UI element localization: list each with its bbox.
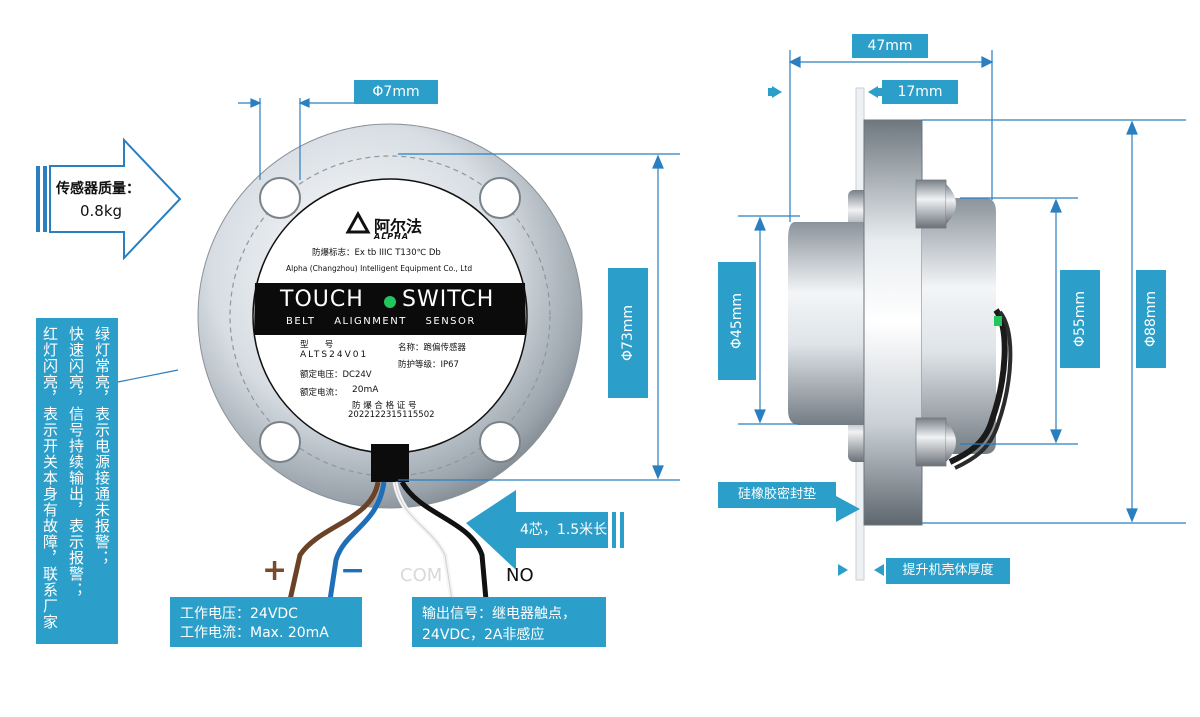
cable-spec-label: 4芯，1.5米长 xyxy=(520,522,608,538)
led-indicator xyxy=(384,296,396,308)
brand-cn: 阿尔法 xyxy=(374,217,423,236)
wire-plus-label: + xyxy=(262,553,288,588)
body-dim-label: Φ45mm xyxy=(729,292,745,350)
output-box: 输出信号：继电器触点， 24VDC，2A非感应 xyxy=(412,597,606,647)
dim-body xyxy=(738,215,800,425)
power-box: 工作电压：24VDC 工作电流：Max. 20mA xyxy=(170,597,362,647)
subtitle: BELT ALIGNMENT SENSOR xyxy=(286,316,476,327)
indicator-green: 绿灯常亮，表示电源接通未报警； xyxy=(93,326,111,566)
model-label: 型 号 xyxy=(300,340,334,350)
rated-current-value: 20mA xyxy=(352,385,379,395)
output-signal: 输出信号：继电器触点， xyxy=(422,606,576,622)
shell-arrow-right xyxy=(874,564,884,576)
output-rating: 24VDC，2A非感应 xyxy=(422,627,545,643)
cert-number: 2022122315115502 xyxy=(348,410,435,420)
wire-white-edge xyxy=(394,481,453,601)
wire-no-label: NO xyxy=(506,565,534,586)
dim-face xyxy=(398,153,680,481)
alpha-logo-icon xyxy=(345,210,371,234)
rear-cap xyxy=(922,198,996,454)
wire-com-label: COM xyxy=(400,565,443,586)
wire-blue xyxy=(327,481,387,601)
rated-voltage: 额定电压：DC24V xyxy=(300,370,372,380)
weight-value: 0.8kg xyxy=(80,202,123,220)
explosion-mark: 防爆标志：Ex tb IIIC T130℃ Db xyxy=(312,248,441,258)
cable-arrow xyxy=(466,490,608,570)
indicator-description-box: 绿灯常亮，表示电源接通未报警； 快速闪亮，信号持续输出，表示报警； 红灯闪亮，表… xyxy=(36,318,118,644)
indicator-fast: 快速闪亮，信号持续输出，表示报警； xyxy=(67,326,85,598)
weight-arrow xyxy=(36,137,182,261)
face-dim-box: Φ73mm xyxy=(608,268,648,398)
cert-label: 防 爆 合 格 证 号 xyxy=(352,401,417,411)
bolt-circle xyxy=(229,155,551,477)
wire-brown xyxy=(287,481,381,601)
flange-side xyxy=(863,119,923,526)
width-dim-label: 47mm xyxy=(852,34,928,58)
wire-minus-label: − xyxy=(340,553,366,588)
gasket-arrow xyxy=(836,496,860,522)
flange-dim-box: Φ88mm xyxy=(1136,270,1166,368)
model-value: ALTS24V01 xyxy=(300,350,369,360)
dim-hole xyxy=(238,98,356,180)
product-name: 名称：跑偏传感器 xyxy=(398,343,467,353)
cable-arrow-bar2 xyxy=(620,512,624,548)
led-side xyxy=(994,316,1002,326)
nut-top xyxy=(915,179,947,229)
protection-rating: 防护等级：IP67 xyxy=(398,360,459,370)
body-dim-box: Φ45mm xyxy=(718,262,756,380)
dim-cap xyxy=(960,197,1078,445)
shell-thickness-label: 提升机壳体厚度 xyxy=(886,558,1010,584)
power-voltage: 工作电压：24VDC xyxy=(180,606,298,622)
acorn-top xyxy=(946,184,956,224)
indicator-red: 红灯闪亮，表示开关本身有故障，联系厂家 xyxy=(41,326,59,630)
hole-dim-label: Φ7mm xyxy=(354,80,438,104)
rated-current-label: 额定电流： xyxy=(300,388,343,398)
cap-dim-label: Φ55mm xyxy=(1072,290,1088,348)
face-dim-label: Φ73mm xyxy=(620,304,636,362)
power-current: 工作电流：Max. 20mA xyxy=(180,625,329,641)
cable-side-2 xyxy=(954,310,1013,470)
shell-arrow-left xyxy=(838,564,848,576)
front-view xyxy=(197,123,583,601)
bolt-hole-br xyxy=(479,421,521,463)
dim-width xyxy=(788,50,994,222)
dim-flange-thickness xyxy=(768,86,882,98)
title-touch: TOUCH xyxy=(280,287,364,312)
acorn-bottom xyxy=(946,422,956,462)
bolt-hole-tl xyxy=(259,177,301,219)
bolt-hole-tr xyxy=(479,177,521,219)
weight-label: 传感器质量： xyxy=(56,181,140,197)
wire-black xyxy=(399,480,489,601)
company-name: Alpha (Changzhou) Intelligent Equipment … xyxy=(286,264,473,273)
dim-flange xyxy=(922,119,1186,524)
cable-gland xyxy=(371,444,409,482)
flange-dim-label: Φ88mm xyxy=(1143,290,1159,348)
bolt-hole-bl xyxy=(259,421,301,463)
sensor-body xyxy=(788,222,870,425)
cap-dim-box: Φ55mm xyxy=(1060,270,1100,368)
flange-thickness-label: 17mm xyxy=(882,80,958,104)
side-view xyxy=(788,87,1013,581)
title-band xyxy=(254,283,526,335)
leader-indicator xyxy=(117,369,179,383)
brand-en: ALPHA xyxy=(374,232,410,241)
cable-side xyxy=(948,308,1008,465)
gasket-label: 硅橡胶密封垫 xyxy=(718,482,836,508)
title-switch: SWITCH xyxy=(402,287,495,312)
cable-arrow-bar xyxy=(612,512,616,548)
nut-bottom xyxy=(915,417,947,467)
